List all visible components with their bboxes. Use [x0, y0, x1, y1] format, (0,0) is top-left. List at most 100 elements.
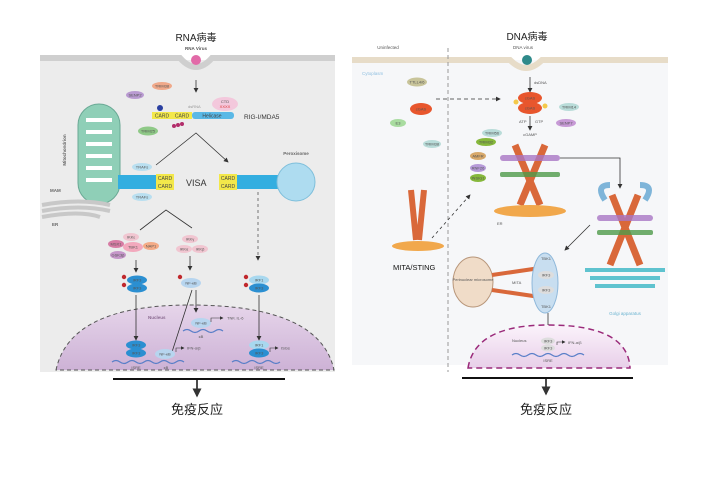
isre-label: ISRE [543, 358, 553, 363]
nap1-label: NAP1 [146, 244, 157, 249]
trim56-label: TRIM56 [485, 131, 500, 136]
irf3-label: IRF3 [544, 339, 553, 344]
kb-label: κB [164, 365, 169, 370]
isgs-label: ISGs [281, 346, 290, 351]
card-label: CARD [158, 184, 173, 190]
nfkb-label: NF-κB [185, 281, 197, 286]
rna-panel-title: RNA病毒 [175, 31, 216, 44]
senp2-label: SENP2 [128, 93, 142, 98]
rna-virus-label: RNA Virus [185, 46, 208, 51]
irf3-label: IRF3 [132, 343, 141, 348]
card-label: CARD [158, 176, 173, 182]
ikka-label: IKKα [180, 247, 189, 252]
uninfected-label: Uninfected [377, 45, 399, 50]
rna-panel: RNA病毒 RNA Virus TRIM38 SENP2 dsRNA CTD X… [40, 31, 335, 418]
gsk3b-label: GSK3β [112, 253, 126, 258]
dna-virus-label: DNA virus [513, 45, 534, 50]
dna-panel-title: DNA病毒 [506, 30, 547, 43]
trafs-node [132, 193, 152, 201]
dna-strand [182, 328, 224, 334]
cgas-label: cGAS [525, 106, 536, 111]
visa-mito [118, 175, 156, 189]
irf3-label: IRF3 [542, 273, 551, 278]
sumo-icon [157, 105, 163, 111]
nucleus-label: Nucleus [512, 338, 526, 343]
irf1-label: IRF1 [255, 343, 264, 348]
mita-label: MITA [512, 280, 522, 285]
atp-label: ATP [519, 119, 527, 124]
trim14-label: TRIM14 [562, 105, 577, 110]
nucleus-label: Nucleus [148, 315, 166, 320]
msx1-label: MSX1 [111, 242, 123, 247]
ikke-label: IKKε [127, 235, 135, 240]
dna-virus-icon [522, 55, 532, 65]
dna-strand [111, 359, 185, 365]
sting-inactive [408, 189, 427, 241]
ifn-label: IFN-α/β [187, 346, 201, 351]
peroxisome [276, 162, 316, 202]
er-label: ER [52, 222, 59, 227]
ctd-domain [212, 97, 238, 111]
mam-label: MAM [50, 188, 61, 193]
tnf-il6-label: TNF, IL-6 [227, 316, 244, 321]
card-label: CARD [221, 184, 236, 190]
tbk1-label: TBK1 [541, 304, 552, 309]
helicase-domain [192, 112, 234, 119]
irf3-label: IRF3 [132, 351, 141, 356]
card-label: CARD [175, 114, 190, 120]
ikkg-label: IKKγ [186, 237, 194, 242]
trim38-node [152, 82, 172, 90]
irf3-label: IRF3 [544, 346, 553, 351]
rna-virus-icon [191, 55, 201, 65]
er-membrane-dna [494, 205, 566, 217]
dna-cell-membrane [352, 57, 668, 71]
peroxisome-label: Peroxisome [283, 151, 309, 156]
trim38-label: TRIM38 [155, 84, 170, 89]
cgas-label: cGAS [416, 107, 427, 112]
irf3-label: IRF3 [133, 278, 142, 283]
kb-label: κB [199, 334, 204, 339]
isre-label: ISRE [131, 365, 141, 370]
nfkb-label: NF-κB [159, 352, 171, 357]
rna-immune-response-label: 免疫反应 [171, 402, 223, 418]
senp2-node [126, 91, 144, 99]
dna-immune-response-label: 免疫反应 [520, 402, 572, 418]
trim25-node [138, 126, 158, 136]
perinuclear-label: Perinuclear microsome [453, 277, 495, 282]
perinuclear-microsome [452, 256, 494, 308]
ifn-label: IFN-α/β [568, 340, 582, 345]
cgamp-label: cGAMP [523, 132, 537, 137]
ikkb-label: IKKβ [196, 247, 205, 252]
trafs-label: TRAFs [136, 165, 148, 170]
er-membrane [41, 199, 111, 219]
rig-i-mda5-label: RIG-I/MDA5 [244, 114, 280, 121]
ttll4-label: TTLL4/6 [410, 80, 426, 85]
dsrna-label: dsRNA [188, 104, 201, 109]
senp7-label: SENP7 [559, 121, 573, 126]
card-1 [152, 112, 172, 119]
dna-strand [511, 352, 585, 358]
visa-label: VISA [186, 178, 207, 188]
xxxx-label: XXXX [220, 104, 231, 109]
er-membrane-uninfected [392, 241, 444, 251]
dsdna-label: dsDNA [534, 80, 547, 85]
irf3-label: IRF3 [542, 288, 551, 293]
card-2 [172, 112, 192, 119]
cgas-label: cGAS [525, 96, 536, 101]
mita-sting-label: MITA/STING [393, 263, 436, 272]
card-label: CARD [221, 176, 236, 182]
irf3-label: IRF3 [255, 351, 264, 356]
e3-label: E3 [396, 121, 402, 126]
irf1-label: IRF1 [255, 278, 264, 283]
helicase-label: Helicase [202, 114, 221, 120]
amfr-label: AMFR [472, 154, 483, 159]
visa-peroxisome [237, 175, 279, 189]
golgi-apparatus [585, 268, 665, 288]
gtp-label: GTP [535, 119, 544, 124]
mitochondrion-label: Mitochondrion [62, 134, 67, 165]
nfkb-label: NF-κB [195, 321, 207, 326]
dna-panel: DNA病毒 Uninfected DNA virus Cytoplasm dsD… [352, 30, 668, 418]
irf3-label: IRF3 [133, 286, 142, 291]
rnf26-label: RNF26 [472, 166, 485, 171]
